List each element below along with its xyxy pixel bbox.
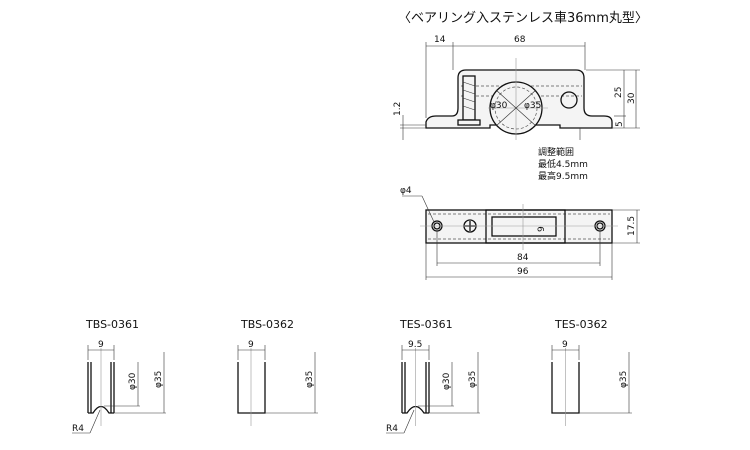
top-view: 9 φ4 17.5 84 96 xyxy=(400,186,640,280)
model-label: TBS-0362 xyxy=(240,318,294,331)
wheel-window xyxy=(485,209,566,244)
radius-label: R4 xyxy=(386,424,398,434)
hole-dia-label: φ4 xyxy=(400,186,412,196)
dim-30: 30 xyxy=(627,92,637,104)
model-label: TBS-0361 xyxy=(85,318,139,331)
width-label: 9 xyxy=(562,340,568,350)
base-plate xyxy=(425,209,613,244)
dim-5: 5 xyxy=(615,121,625,127)
inner-dia-label: φ30 xyxy=(128,372,138,390)
width-label: 9.5 xyxy=(408,340,422,350)
radius-label: R4 xyxy=(72,424,84,434)
dim-14: 14 xyxy=(434,35,446,45)
dim-17-5: 17.5 xyxy=(627,216,637,236)
drawing-title: 〈ベアリング入ステンレス車36mm丸型〉 xyxy=(398,11,648,26)
outer-dia-label: φ35 xyxy=(154,371,164,388)
model-label: TES-0362 xyxy=(554,318,608,331)
dim-84: 84 xyxy=(517,253,529,263)
wheel-tes-0361: TES-0361 9.5 φ30 φ35 R4 xyxy=(386,318,480,434)
outer-dia-label: φ35 xyxy=(619,371,629,388)
inner-dia-label: φ30 xyxy=(442,372,452,390)
outer-dia-label: φ35 xyxy=(305,371,315,388)
dim-25: 25 xyxy=(614,87,624,98)
side-view: φ30 φ35 14 68 25 30 5 1.2 調整範囲 最低4.5mm 最… xyxy=(393,35,640,182)
dim-9-top: 9 xyxy=(537,226,547,232)
wheel-tes-0362: TES-0362 9 φ35 xyxy=(551,318,632,426)
wheel-tbs-0362: TBS-0362 9 φ35 xyxy=(237,318,318,426)
dia-30-label: φ30 xyxy=(490,101,508,111)
width-label: 9 xyxy=(98,340,104,350)
mount-hole xyxy=(560,91,578,109)
outer-dia-label: φ35 xyxy=(468,371,478,388)
model-label: TES-0361 xyxy=(399,318,453,331)
width-label: 9 xyxy=(248,340,254,350)
adjust-range-min: 最低4.5mm xyxy=(538,158,588,170)
dia-35-label: φ35 xyxy=(524,101,541,111)
adjust-range-title: 調整範囲 xyxy=(538,146,574,158)
wheel-tbs-0361: TBS-0361 9 φ30 φ35 R4 xyxy=(72,318,166,434)
dim-68: 68 xyxy=(514,35,526,45)
dim-96: 96 xyxy=(517,267,529,277)
dim-1-2: 1.2 xyxy=(393,102,403,116)
adjust-range-max: 最高9.5mm xyxy=(538,170,588,182)
